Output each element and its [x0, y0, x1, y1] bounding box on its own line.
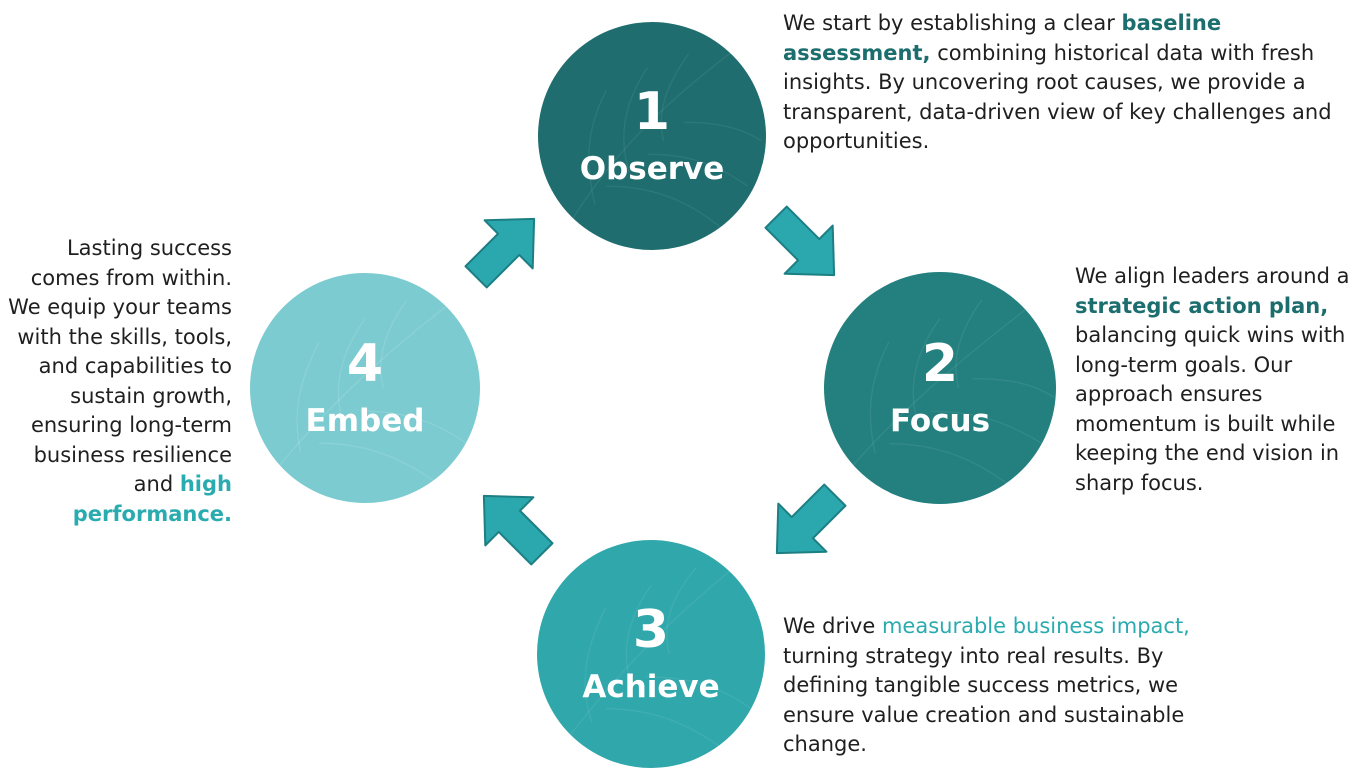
step-number: 3 [632, 599, 670, 660]
step-2-circle: 2 Focus [824, 272, 1056, 504]
step-number: 1 [633, 81, 671, 142]
step-3-circle: 3 Achieve [537, 540, 765, 768]
arrow-1-to-2 [751, 192, 860, 301]
step-number: 2 [921, 333, 959, 394]
step-4-description: Lasting success comes from within. We eq… [0, 234, 232, 529]
step-3-description: We drive measurable business impact, tur… [783, 612, 1203, 760]
step-1-circle: 1 Observe [538, 22, 766, 250]
step-label: Observe [579, 150, 725, 187]
description-text: balancing quick wins with long-term goal… [1075, 323, 1346, 495]
arrow-3-to-4 [458, 470, 567, 579]
arrow-4-to-1 [451, 193, 560, 302]
arrow-2-to-3 [751, 470, 860, 579]
step-label: Embed [305, 402, 425, 439]
description-text: We drive [783, 614, 882, 638]
description-highlight: measurable business impact, [881, 614, 1190, 638]
step-2-description: We align leaders around a strategic acti… [1075, 262, 1360, 498]
description-text: We start by establishing a clear [783, 11, 1122, 35]
step-label: Focus [889, 402, 991, 439]
description-highlight: baseline assessment, [783, 11, 1222, 65]
description-text: combining historical data with fresh ins… [783, 40, 1332, 154]
description-text: Lasting success comes from within. We eq… [8, 236, 232, 496]
description-highlight: strategic action plan, [1075, 293, 1329, 318]
step-number: 4 [346, 333, 384, 394]
step-4-circle: 4 Embed [250, 273, 480, 503]
description-highlight: high performance. [72, 472, 232, 526]
step-label: Achieve [582, 668, 720, 705]
description-text: We align leaders around a [1075, 264, 1350, 288]
description-text: turning strategy into real results. By d… [783, 643, 1185, 757]
step-1-description: We start by establishing a clear baselin… [783, 9, 1358, 157]
